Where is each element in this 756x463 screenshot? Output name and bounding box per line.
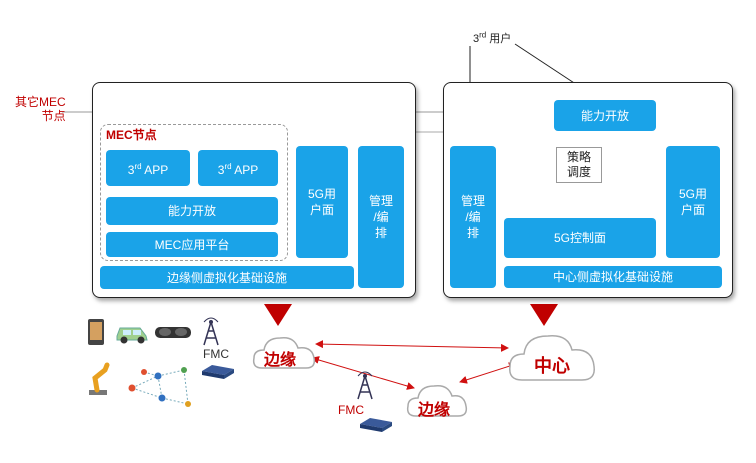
- edge-down-triangle: [264, 304, 292, 326]
- fmc-label-2: FMC: [338, 403, 364, 417]
- iot-network-icon: [128, 367, 191, 407]
- edge1-edge2-arrow: [311, 356, 415, 390]
- edge-capability-open[interactable]: 能力开放: [106, 197, 278, 225]
- car-icon: [116, 327, 148, 344]
- edge-mgmt-orchestration[interactable]: 管理 /编 排: [358, 146, 404, 288]
- edge2-center-arrow: [459, 362, 517, 384]
- edge-center-arrow: [315, 340, 509, 352]
- router-icon: [360, 418, 392, 432]
- edge-cloud-label-1: 边缘: [264, 352, 297, 369]
- center-5g-control-plane[interactable]: 5G控制面: [504, 218, 656, 258]
- mec-node-group: [100, 124, 288, 261]
- vr-glasses-icon: [155, 327, 191, 338]
- tower-icon: [357, 371, 373, 400]
- edge-infra[interactable]: 边缘侧虚拟化基础设施: [100, 266, 354, 289]
- center-down-triangle: [530, 304, 558, 326]
- other-mec-label: 其它MEC 节点: [15, 95, 66, 123]
- router-icon: [202, 365, 234, 379]
- phone-icon: [88, 319, 104, 345]
- center-mgmt-orchestration[interactable]: 管理 /编 排: [450, 146, 496, 288]
- third-user-label: 3rd 用户: [473, 30, 512, 45]
- cloud-icon: [509, 335, 595, 381]
- robot-arm-icon: [89, 362, 110, 395]
- tower-icon: [203, 317, 219, 346]
- mec-node-label: MEC节点: [106, 128, 157, 142]
- mec-app-platform[interactable]: MEC应用平台: [106, 232, 278, 257]
- third-app-2[interactable]: 3rd APP: [198, 150, 278, 186]
- cloud-icon: [406, 384, 468, 417]
- center-5g-user-plane[interactable]: 5G用 户面: [666, 146, 720, 258]
- cloud-icon: [252, 336, 316, 369]
- center-capability-open[interactable]: 能力开放: [554, 100, 656, 131]
- policy-scheduling[interactable]: 策略 调度: [556, 147, 602, 183]
- edge-cloud-label-2: 边缘: [418, 402, 451, 419]
- fmc-label-1: FMC: [203, 347, 229, 361]
- edge-5g-user-plane[interactable]: 5G用 户面: [296, 146, 348, 258]
- third-app-1[interactable]: 3rd APP: [106, 150, 190, 186]
- center-infra[interactable]: 中心侧虚拟化基础设施: [504, 266, 722, 288]
- center-cloud-label: 中心: [534, 356, 570, 376]
